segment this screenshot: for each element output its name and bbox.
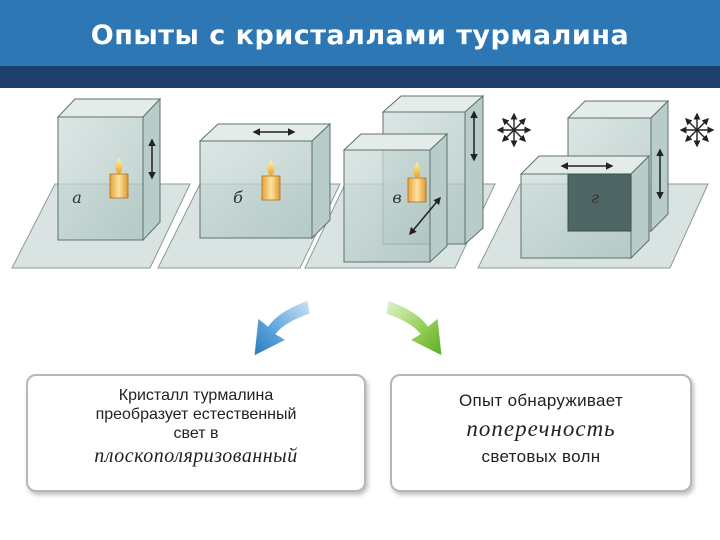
experiment-illustration: [11, 94, 715, 269]
crystal-b: [198, 122, 332, 240]
figure-label-v: в: [392, 188, 402, 207]
polarization-arrow-v-front: [409, 196, 441, 236]
candle-v: [407, 162, 427, 203]
callout-left: Кристалл турмалина преобразует естествен…: [26, 374, 366, 492]
slide-header: [0, 0, 720, 66]
candle-a: [109, 158, 129, 199]
figure-label-g: г: [590, 188, 600, 207]
callout-right-line1: Опыт обнаруживает: [458, 391, 624, 410]
callout-left-line2: преобразует естественный: [95, 406, 297, 423]
slide-title: Опыты с кристаллами турмалина: [90, 20, 630, 51]
figure-label-b: б: [233, 188, 243, 207]
figure-label-a: а: [72, 188, 82, 207]
right-curved-arrow-icon: [385, 299, 443, 357]
dark-overlap-region: [567, 173, 632, 232]
callout-left-line1: Кристалл турмалина: [118, 387, 274, 404]
left-curved-arrow-icon: [253, 299, 311, 357]
callout-right: Опыт обнаруживает поперечность световых …: [390, 374, 692, 492]
light-star-icon-g: [679, 112, 715, 148]
header-band: [0, 66, 720, 88]
candle-b: [261, 160, 281, 201]
light-star-icon-v: [496, 112, 532, 148]
callout-right-line2: световых волн: [481, 447, 601, 466]
callout-right-emphasis: поперечность: [466, 416, 616, 441]
curved-arrows: [253, 299, 443, 357]
crystal-a: [56, 97, 162, 242]
callout-left-emphasis: плоскополяризованный: [94, 445, 298, 467]
callout-left-line3: свет в: [173, 425, 219, 442]
crystal-g-front: [519, 154, 651, 260]
